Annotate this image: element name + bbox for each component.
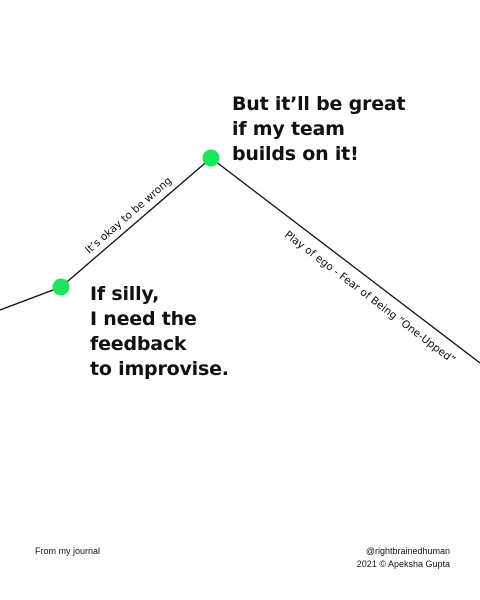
footer-handle: @rightbrainedhuman (365, 546, 450, 556)
left-node-label: If silly, I need the feedback to improvi… (90, 282, 229, 382)
peak-node-label-line: if my team (232, 118, 345, 140)
left-node (52, 278, 70, 296)
peak-node-label-line: But it’ll be great (232, 93, 406, 115)
footer-copyright: 2021 © Apeksha Gupta (356, 559, 450, 569)
peak-node (202, 149, 220, 167)
peak-node-label: But it’ll be great if my team builds on … (232, 92, 406, 167)
path-line (0, 157, 480, 364)
falling-path-label: Play of ego - Fear of Being “One-Upped” (282, 229, 457, 367)
left-node-label-line: I need the (90, 308, 197, 330)
rising-path-label: It’s okay to be wrong (83, 175, 174, 257)
peak-node-label-line: builds on it! (232, 143, 359, 165)
footer-source: From my journal (35, 546, 101, 556)
left-node-label-line: If silly, (90, 283, 160, 305)
footer-credit: @rightbrainedhuman 2021 © Apeksha Gupta (357, 545, 450, 571)
left-node-label-line: to improvise. (90, 358, 229, 380)
left-node-label-line: feedback (90, 333, 187, 355)
